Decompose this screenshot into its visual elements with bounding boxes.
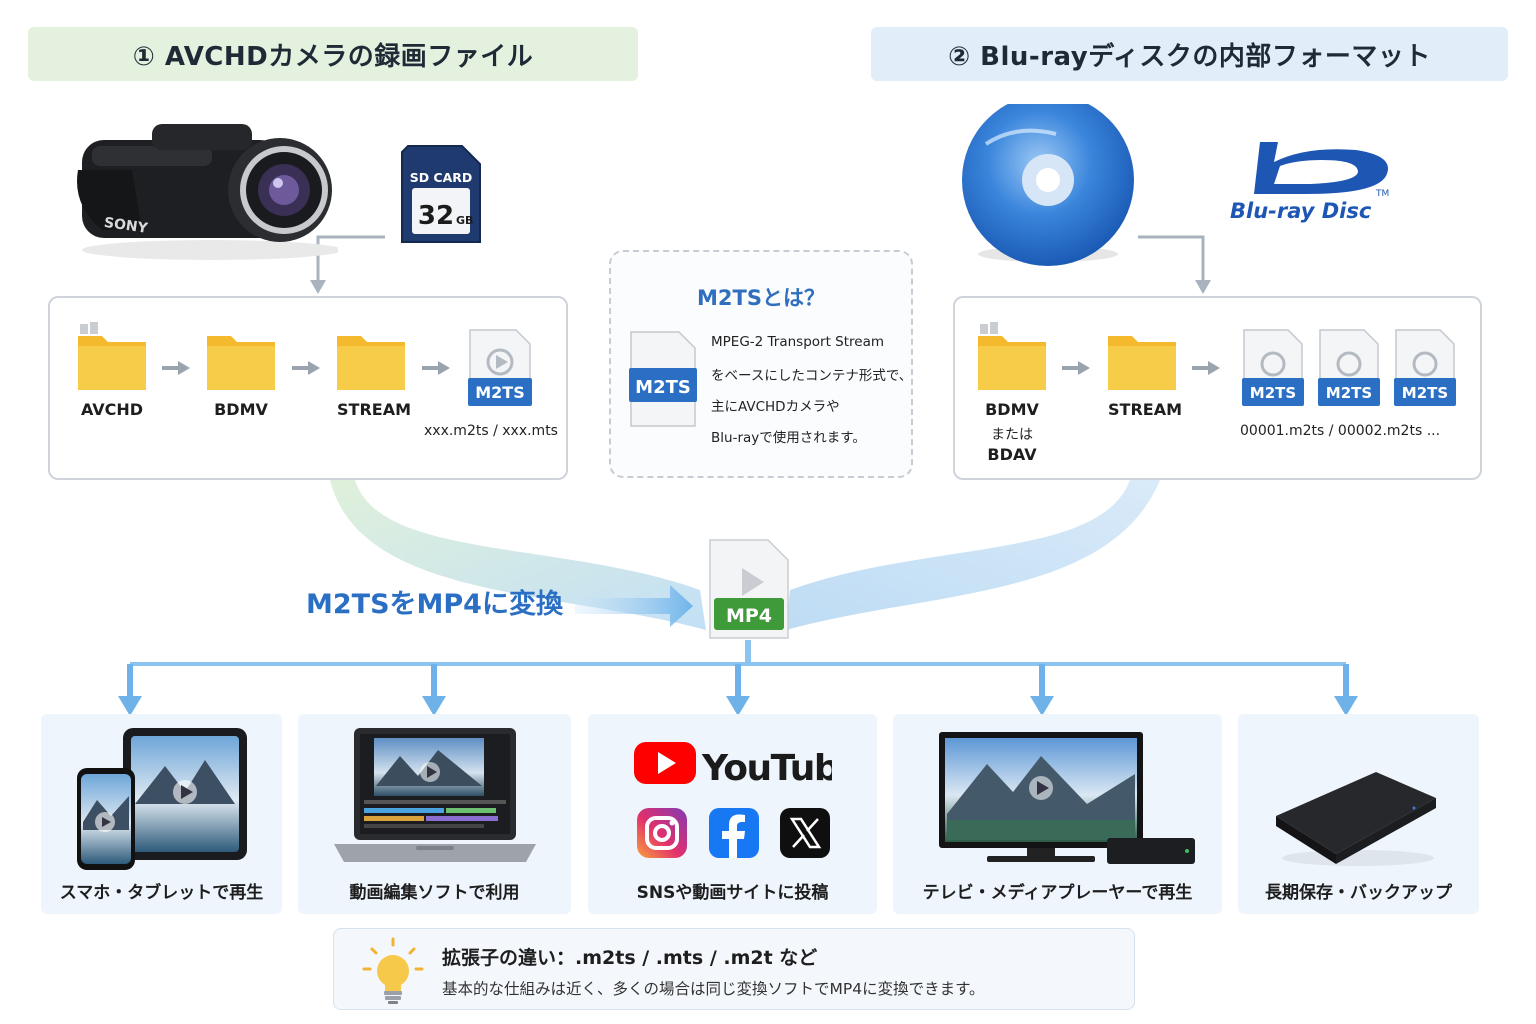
instagram-icon xyxy=(637,808,687,858)
laptop-image xyxy=(334,728,536,862)
tip-text: 基本的な仕組みは近く、多くの場合は同じ変換ソフトでMP4に変換できます。 xyxy=(442,980,985,998)
mp4-badge: MP4 xyxy=(726,605,772,627)
file-icon: M2TS xyxy=(1318,329,1380,406)
tablet-phone-image xyxy=(77,728,247,870)
section-header-bluray: ② Blu-rayディスクの内部フォーマット xyxy=(871,27,1508,81)
section-header-avchd: ① AVCHDカメラの録画ファイル xyxy=(28,27,638,81)
avchd-structure-icons: M2TS xyxy=(78,322,532,406)
bluray-tm: TM xyxy=(1375,189,1389,199)
m2ts-badge: M2TS xyxy=(475,383,525,402)
output-label-tv: テレビ・メディアプレーヤーで再生 xyxy=(922,883,1193,903)
x-icon xyxy=(780,808,830,858)
mp4-file-icon: MP4 xyxy=(709,539,789,639)
folder-label-stream: STREAM xyxy=(337,400,411,419)
m2ts-badge: M2TS xyxy=(1326,384,1372,402)
folder-icon xyxy=(978,322,1046,390)
output-card-backup: 長期保存・バックアップ xyxy=(1238,714,1479,914)
folder-icon xyxy=(1108,336,1176,390)
info-line: 主にAVCHDカメラや xyxy=(711,399,840,415)
m2ts-badge: M2TS xyxy=(1402,384,1448,402)
sd-card-unit: GB xyxy=(456,214,473,227)
tip-box: 拡張子の違い：.m2ts / .mts / .m2t など 基本的な仕組みは近く… xyxy=(333,928,1135,1010)
youtube-logo: YouTube xyxy=(634,742,832,788)
folder-label-bdmv: BDMV xyxy=(985,400,1039,419)
info-line: Blu-rayで使用されます。 xyxy=(711,430,866,446)
file-icon: M2TS xyxy=(1394,329,1456,406)
sd-card-capacity: 32 xyxy=(418,201,454,231)
output-card-editing: 動画編集ソフトで利用 xyxy=(298,714,571,914)
output-label-editing: 動画編集ソフトで利用 xyxy=(349,883,520,903)
camcorder-image: SONY xyxy=(77,124,338,260)
file-names-avchd: xxx.m2ts / xxx.mts xyxy=(424,423,558,439)
output-card-mobile: スマホ・タブレットで再生 xyxy=(41,714,282,914)
m2ts-file-icon: M2TS xyxy=(629,331,697,427)
lightbulb-icon xyxy=(362,937,424,1004)
folder-label-or: または xyxy=(991,427,1033,443)
file-names-bluray: 00001.m2ts / 00002.m2ts ... xyxy=(1240,423,1441,439)
folder-label-stream: STREAM xyxy=(1108,400,1182,419)
m2ts-badge: M2TS xyxy=(1250,384,1296,402)
sd-card-label: SD CARD xyxy=(410,170,473,185)
file-icon: M2TS xyxy=(468,329,532,406)
info-line: MPEG-2 Transport Stream xyxy=(711,334,885,350)
folder-icon xyxy=(78,322,146,390)
output-label-backup: 長期保存・バックアップ xyxy=(1265,883,1452,903)
camera-brand-text: SONY xyxy=(103,215,149,237)
sd-card-image: SD CARD 32 GB xyxy=(401,145,481,243)
m2ts-info-box: M2TSとは？ M2TS MPEG-2 Transport Stream をベー… xyxy=(609,250,913,478)
folder-label-bdav: BDAV xyxy=(987,445,1037,464)
info-m2ts-badge: M2TS xyxy=(635,377,691,398)
bluray-logo-text: Blu-ray Disc xyxy=(1230,199,1372,223)
folder-label-bdmv: BDMV xyxy=(214,400,268,419)
bluray-structure-icons: M2TS M2TS M2TS xyxy=(978,322,1456,406)
file-icon: M2TS xyxy=(1242,329,1304,406)
info-title: M2TSとは？ xyxy=(697,286,825,310)
folder-icon xyxy=(207,336,275,390)
output-card-sns: YouTube SNSや動画サイトに投稿 xyxy=(588,714,877,914)
tv-image xyxy=(939,732,1195,864)
folder-icon xyxy=(337,336,405,390)
folder-label-avchd: AVCHD xyxy=(80,400,144,419)
info-line: をベースにしたコンテナ形式で、 xyxy=(711,368,913,384)
youtube-text: YouTube xyxy=(701,748,832,788)
convert-label: M2TSをMP4に変換 xyxy=(306,589,563,620)
facebook-icon xyxy=(709,808,759,858)
disc-image xyxy=(962,104,1134,266)
output-label-mobile: スマホ・タブレットで再生 xyxy=(59,883,264,903)
tip-title: 拡張子の違い：.m2ts / .mts / .m2t など xyxy=(442,947,818,969)
output-label-sns: SNSや動画サイトに投稿 xyxy=(636,883,829,903)
output-card-tv: テレビ・メディアプレーヤーで再生 xyxy=(893,714,1222,914)
bluray-logo: TM Blu-ray Disc xyxy=(1230,142,1389,223)
external-hdd-image xyxy=(1276,772,1436,866)
